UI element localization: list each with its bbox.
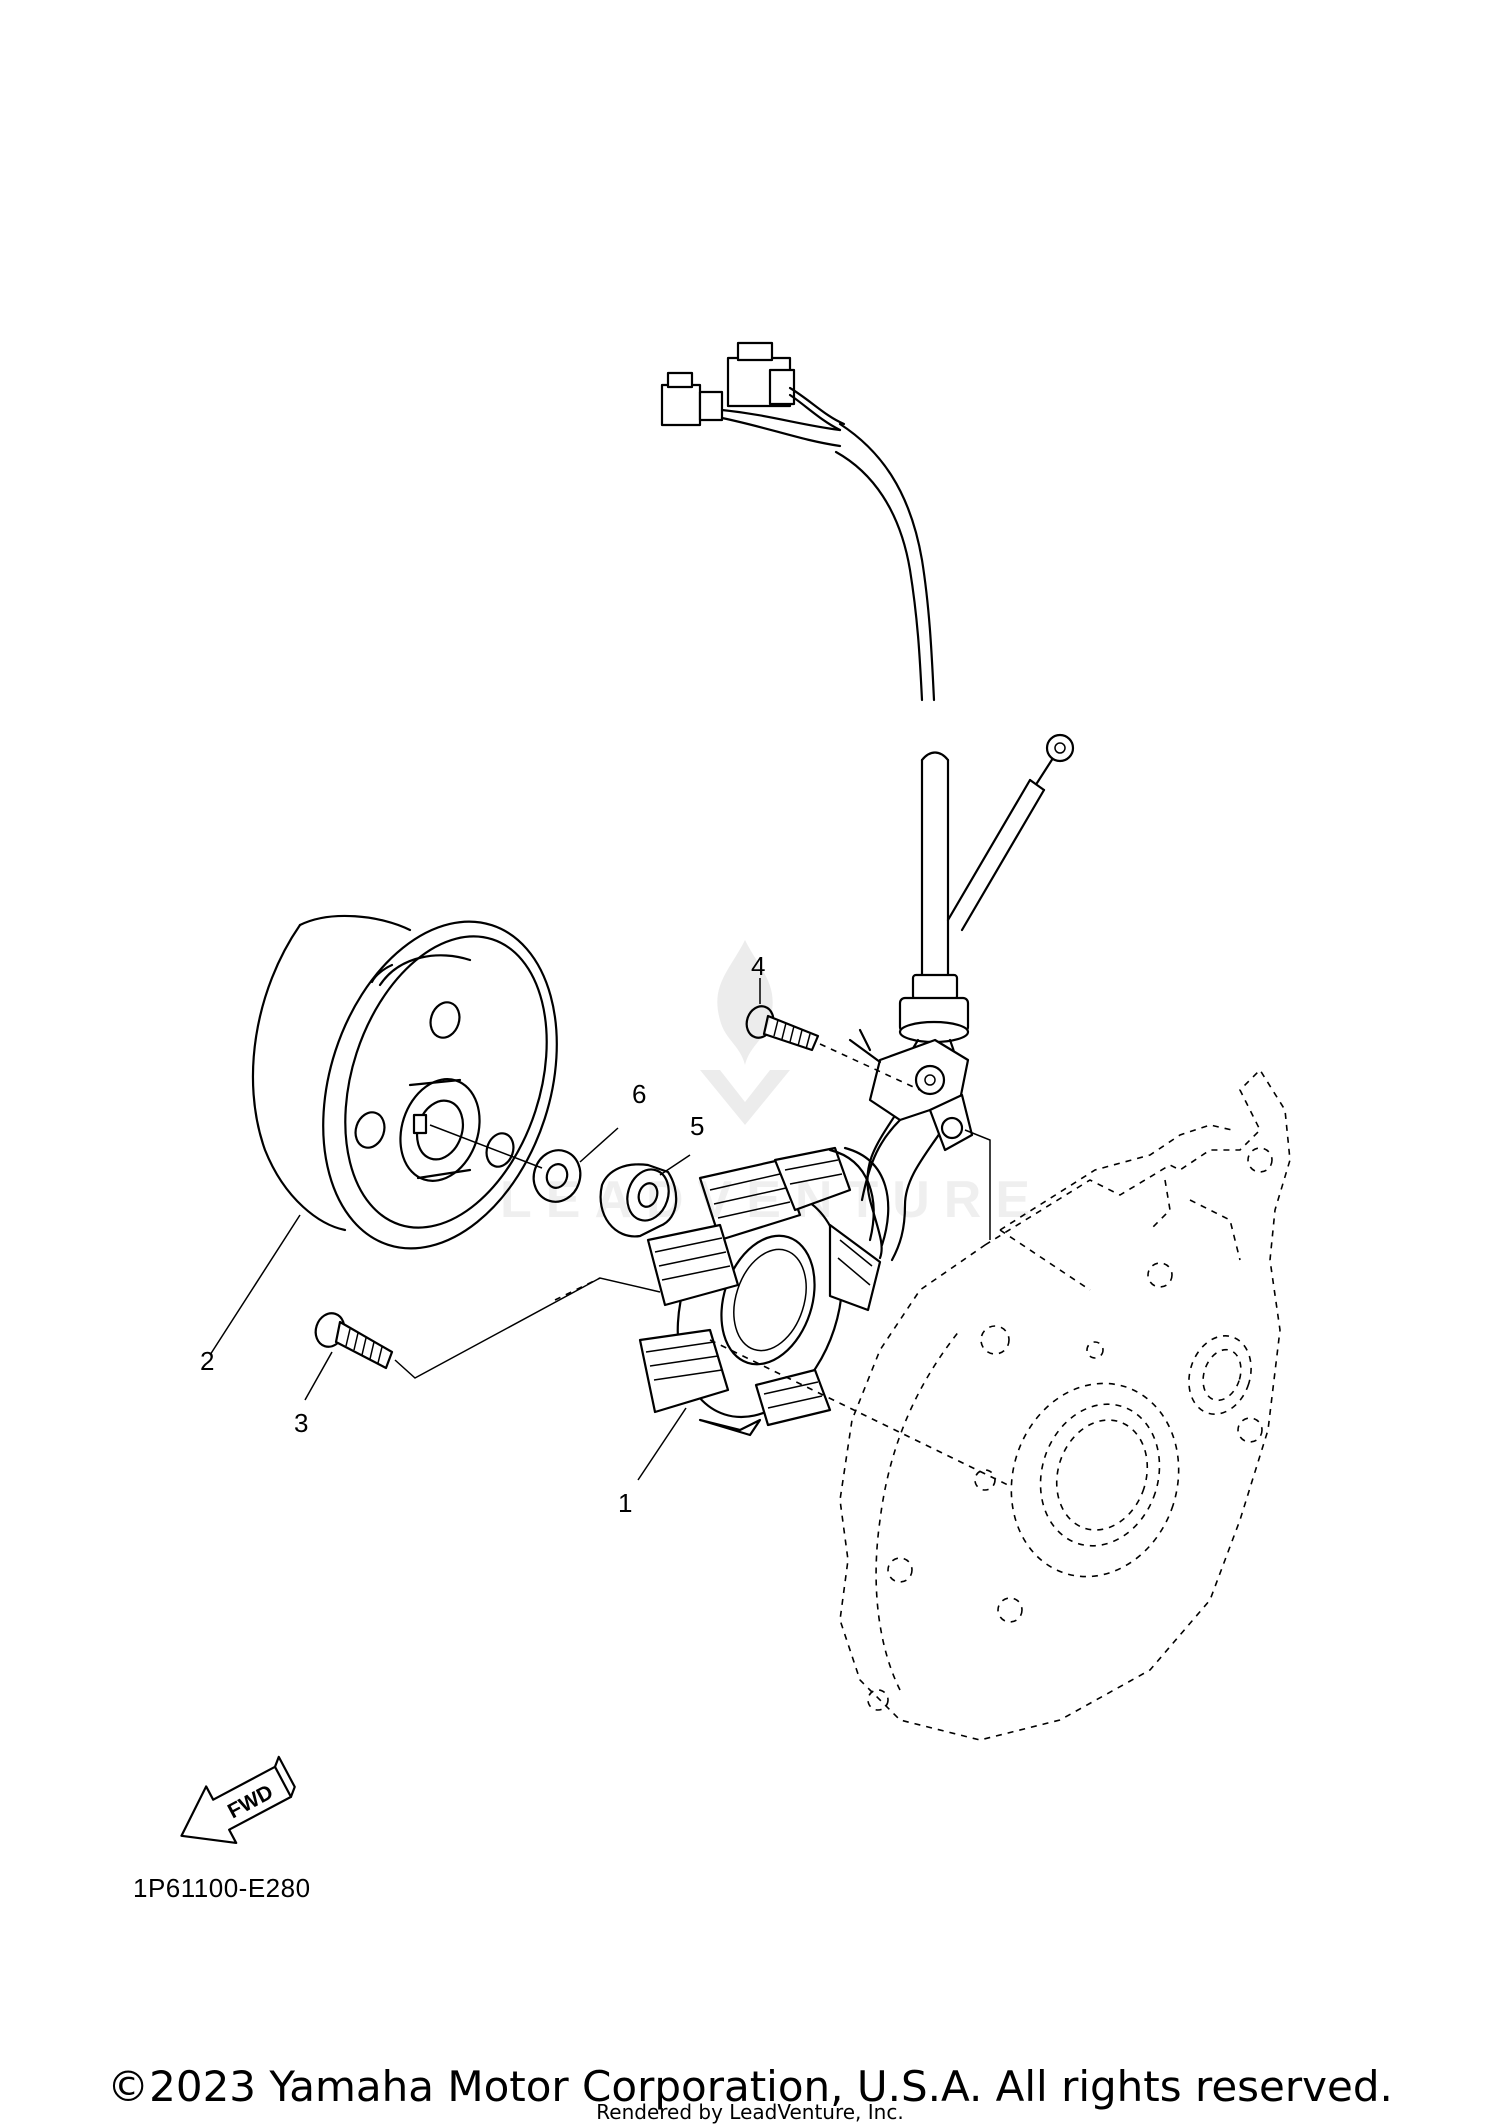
spacer-bushing (599, 1163, 678, 1238)
stator-assembly (638, 1146, 890, 1437)
callout-numbers: 1 2 3 4 5 6 (200, 951, 765, 1518)
connector-small-icon (660, 371, 724, 427)
callout-3: 3 (294, 1408, 308, 1438)
callout-5: 5 (690, 1111, 704, 1141)
leadventure-logo-icon (700, 940, 790, 1125)
bolt-part-3 (314, 1312, 394, 1370)
connector-large-icon (726, 341, 796, 408)
watermark-text: LEADVENTURE (500, 1171, 1045, 1229)
crankcase-cover (839, 1068, 1291, 1741)
rendered-by-note: Rendered by LeadVenture, Inc. (596, 2100, 904, 2124)
callout-6: 6 (632, 1079, 646, 1109)
wire-harness (660, 341, 1075, 1262)
rotor-flywheel (251, 914, 558, 1250)
copyright-notice: ©2023 Yamaha Motor Corporation, U.S.A. A… (107, 2062, 1393, 2111)
callout-2: 2 (200, 1346, 214, 1376)
pickup-coil (848, 1028, 974, 1202)
leader-lines (209, 978, 1091, 1487)
fwd-arrow-icon: FWD (180, 1755, 296, 1845)
callout-1: 1 (618, 1488, 632, 1518)
washer (532, 1149, 582, 1203)
part-diagram-code: 1P61100-E280 (133, 1873, 311, 1903)
callout-4: 4 (751, 951, 765, 981)
bolt-part-4 (745, 1005, 820, 1052)
